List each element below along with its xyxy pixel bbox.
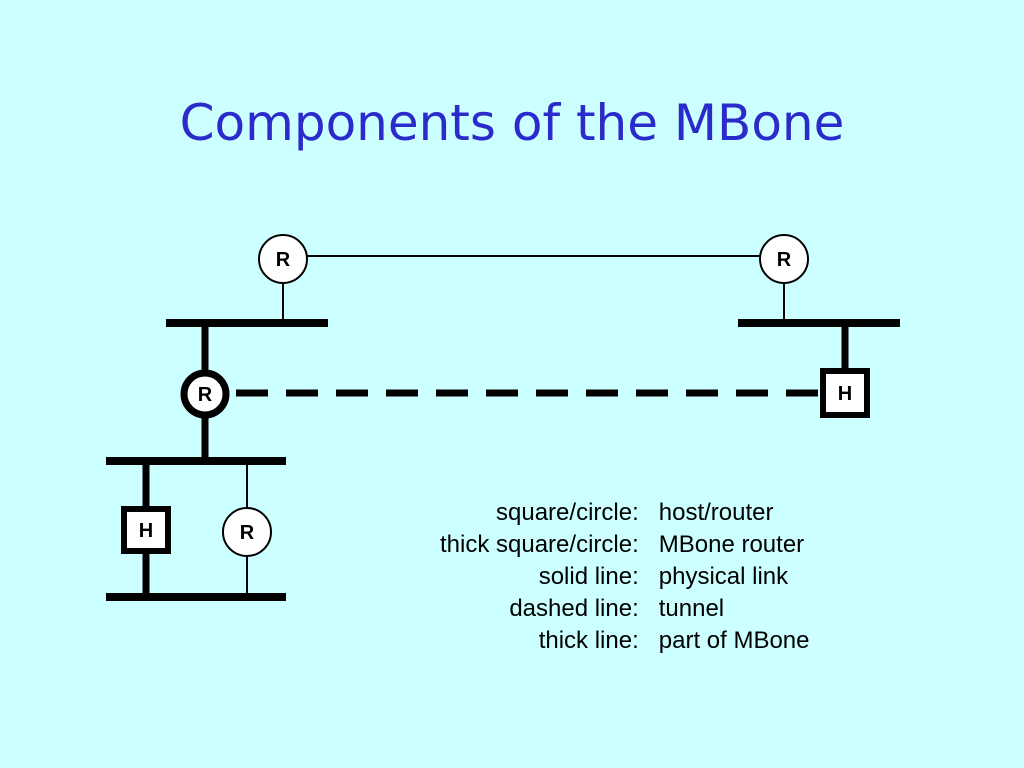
router-top-right: R bbox=[759, 234, 809, 284]
legend-term: square/circle: bbox=[496, 499, 639, 526]
legend-row: solid line: physical link bbox=[440, 561, 810, 593]
legend-desc: MBone router bbox=[658, 531, 805, 558]
router-top-right-label: R bbox=[777, 249, 792, 271]
legend-term: thick square/circle: bbox=[440, 531, 639, 558]
host-bottom: H bbox=[121, 506, 171, 554]
legend-row: thick square/circle: MBone router bbox=[440, 529, 810, 561]
slide-title: Components of the MBone bbox=[179, 94, 845, 152]
legend-row: thick line: part of MBone bbox=[440, 625, 810, 657]
legend-row: dashed line: tunnel bbox=[440, 593, 810, 625]
legend-desc: tunnel bbox=[658, 595, 725, 622]
router-bottom: R bbox=[222, 507, 272, 557]
legend-desc: host/router bbox=[658, 499, 774, 526]
legend-term: dashed line: bbox=[509, 595, 639, 622]
legend-desc: physical link bbox=[658, 563, 789, 590]
legend-term: thick line: bbox=[538, 627, 639, 654]
router-top-left-label: R bbox=[276, 249, 291, 271]
mbone-router: R bbox=[180, 369, 230, 419]
legend-term: solid line: bbox=[538, 563, 639, 590]
legend-row: square/circle: host/router bbox=[440, 497, 810, 529]
legend-desc: part of MBone bbox=[658, 627, 810, 654]
host-bottom-label: H bbox=[139, 520, 153, 542]
mbone-router-label: R bbox=[198, 384, 213, 406]
router-top-left: R bbox=[258, 234, 308, 284]
mbone-host-right-label: H bbox=[838, 383, 852, 405]
router-bottom-label: R bbox=[240, 522, 255, 544]
legend: square/circle: host/router thick square/… bbox=[440, 497, 810, 657]
mbone-host-right: H bbox=[820, 368, 870, 418]
